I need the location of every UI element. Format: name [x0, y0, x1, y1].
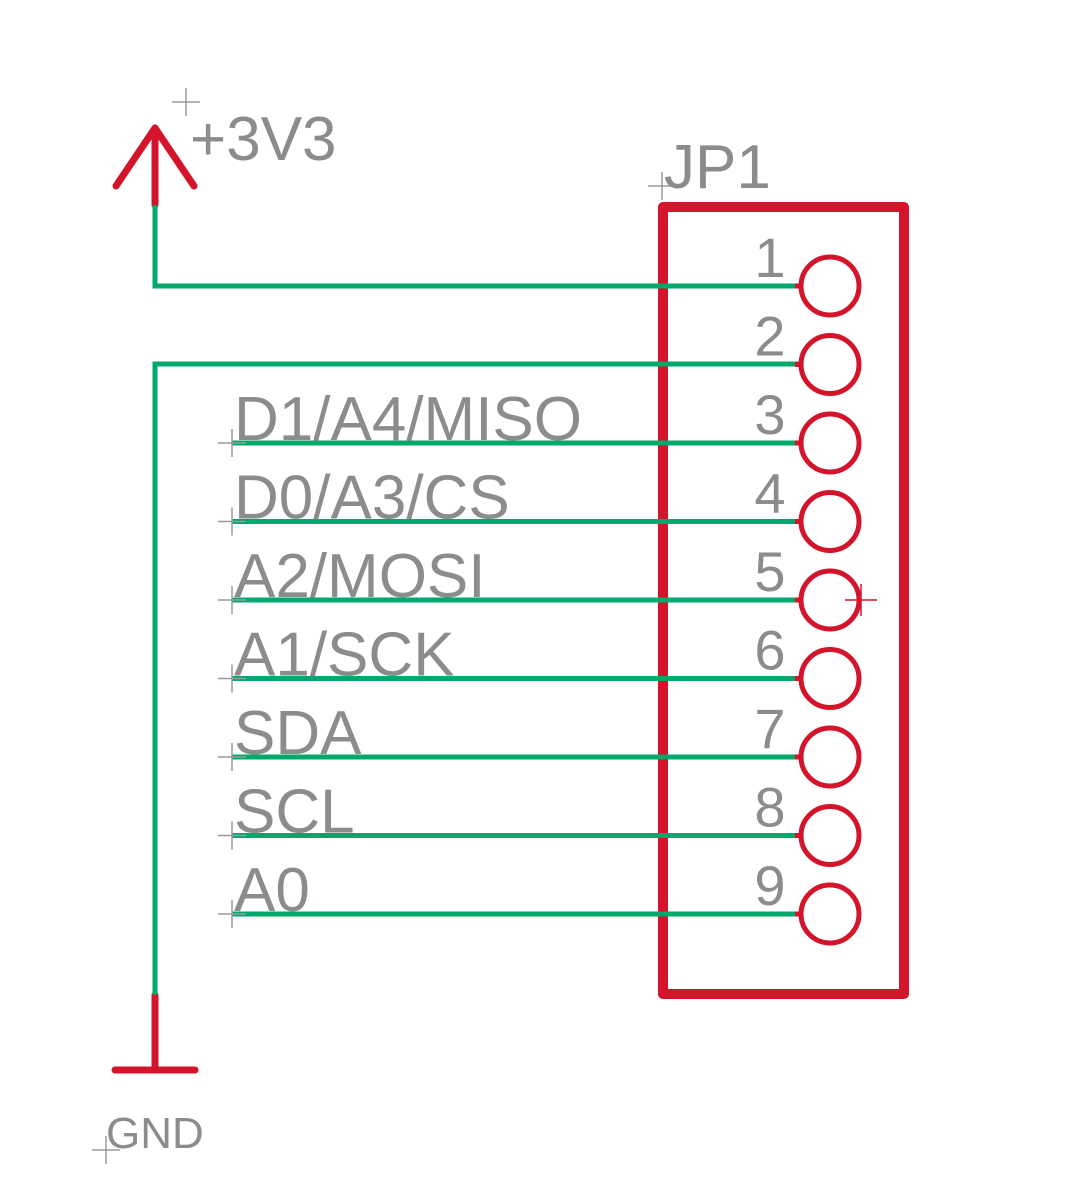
pin-number-7: 7 [754, 697, 785, 760]
net-label-7: SDA [234, 699, 362, 768]
connector-pins: 1 2D1/A4/MISO 3D0/A3/CS 4A2/MOSI 5A1/SCK 6SDA… [218, 226, 877, 946]
net-label-origin-mark [218, 586, 246, 614]
ground-origin-mark [92, 1136, 120, 1164]
net-label-3: D1/A4/MISO [234, 385, 582, 454]
pin-number-4: 4 [754, 462, 785, 525]
pin-9-pad[interactable] [798, 882, 862, 946]
pin-3-pad[interactable] [798, 411, 862, 475]
pin-2-pad[interactable] [798, 333, 862, 396]
net-label-origin-mark [218, 743, 246, 771]
wire-3v3-net[interactable] [152, 205, 800, 289]
net-label-origin-mark [218, 900, 246, 928]
net-label-origin-mark [218, 821, 246, 850]
net-label-5: A2/MOSI [234, 542, 486, 611]
pin-1-pad[interactable] [798, 254, 862, 318]
net-label-4: D0/A3/CS [234, 464, 510, 533]
net-label-origin-mark [218, 664, 246, 693]
pin-number-6: 6 [754, 619, 785, 682]
pin-number-5: 5 [754, 540, 785, 603]
pin-number-9: 9 [754, 854, 785, 917]
net-label-9: A0 [234, 856, 310, 925]
supply-arrow-icon [112, 124, 198, 190]
pin-4-pad[interactable] [798, 490, 862, 553]
supply-label: +3V3 [190, 105, 337, 174]
pin-number-3: 3 [754, 383, 785, 446]
net-label-origin-mark [218, 429, 246, 457]
connector-ref-label: JP1 [664, 133, 771, 202]
pin-8-pad[interactable] [798, 804, 862, 867]
ground-symbol[interactable] [111, 991, 199, 1074]
supply-origin-mark [172, 88, 200, 116]
connector-origin-mark [648, 172, 676, 200]
wire-gnd-net[interactable] [152, 361, 800, 995]
net-label-origin-mark [218, 507, 246, 536]
ground-label: GND [106, 1109, 204, 1158]
net-label-8: SCL [234, 778, 355, 847]
pin-number-8: 8 [754, 776, 785, 839]
pin-7-pad[interactable] [798, 725, 862, 789]
pin-6-pad[interactable] [798, 647, 862, 710]
pin-number-1: 1 [754, 226, 785, 289]
pin-5-origin-mark [845, 584, 877, 616]
pin-number-2: 2 [754, 305, 785, 368]
supply-3v3-symbol[interactable] [112, 124, 198, 209]
net-label-6: A1/SCK [234, 621, 455, 690]
